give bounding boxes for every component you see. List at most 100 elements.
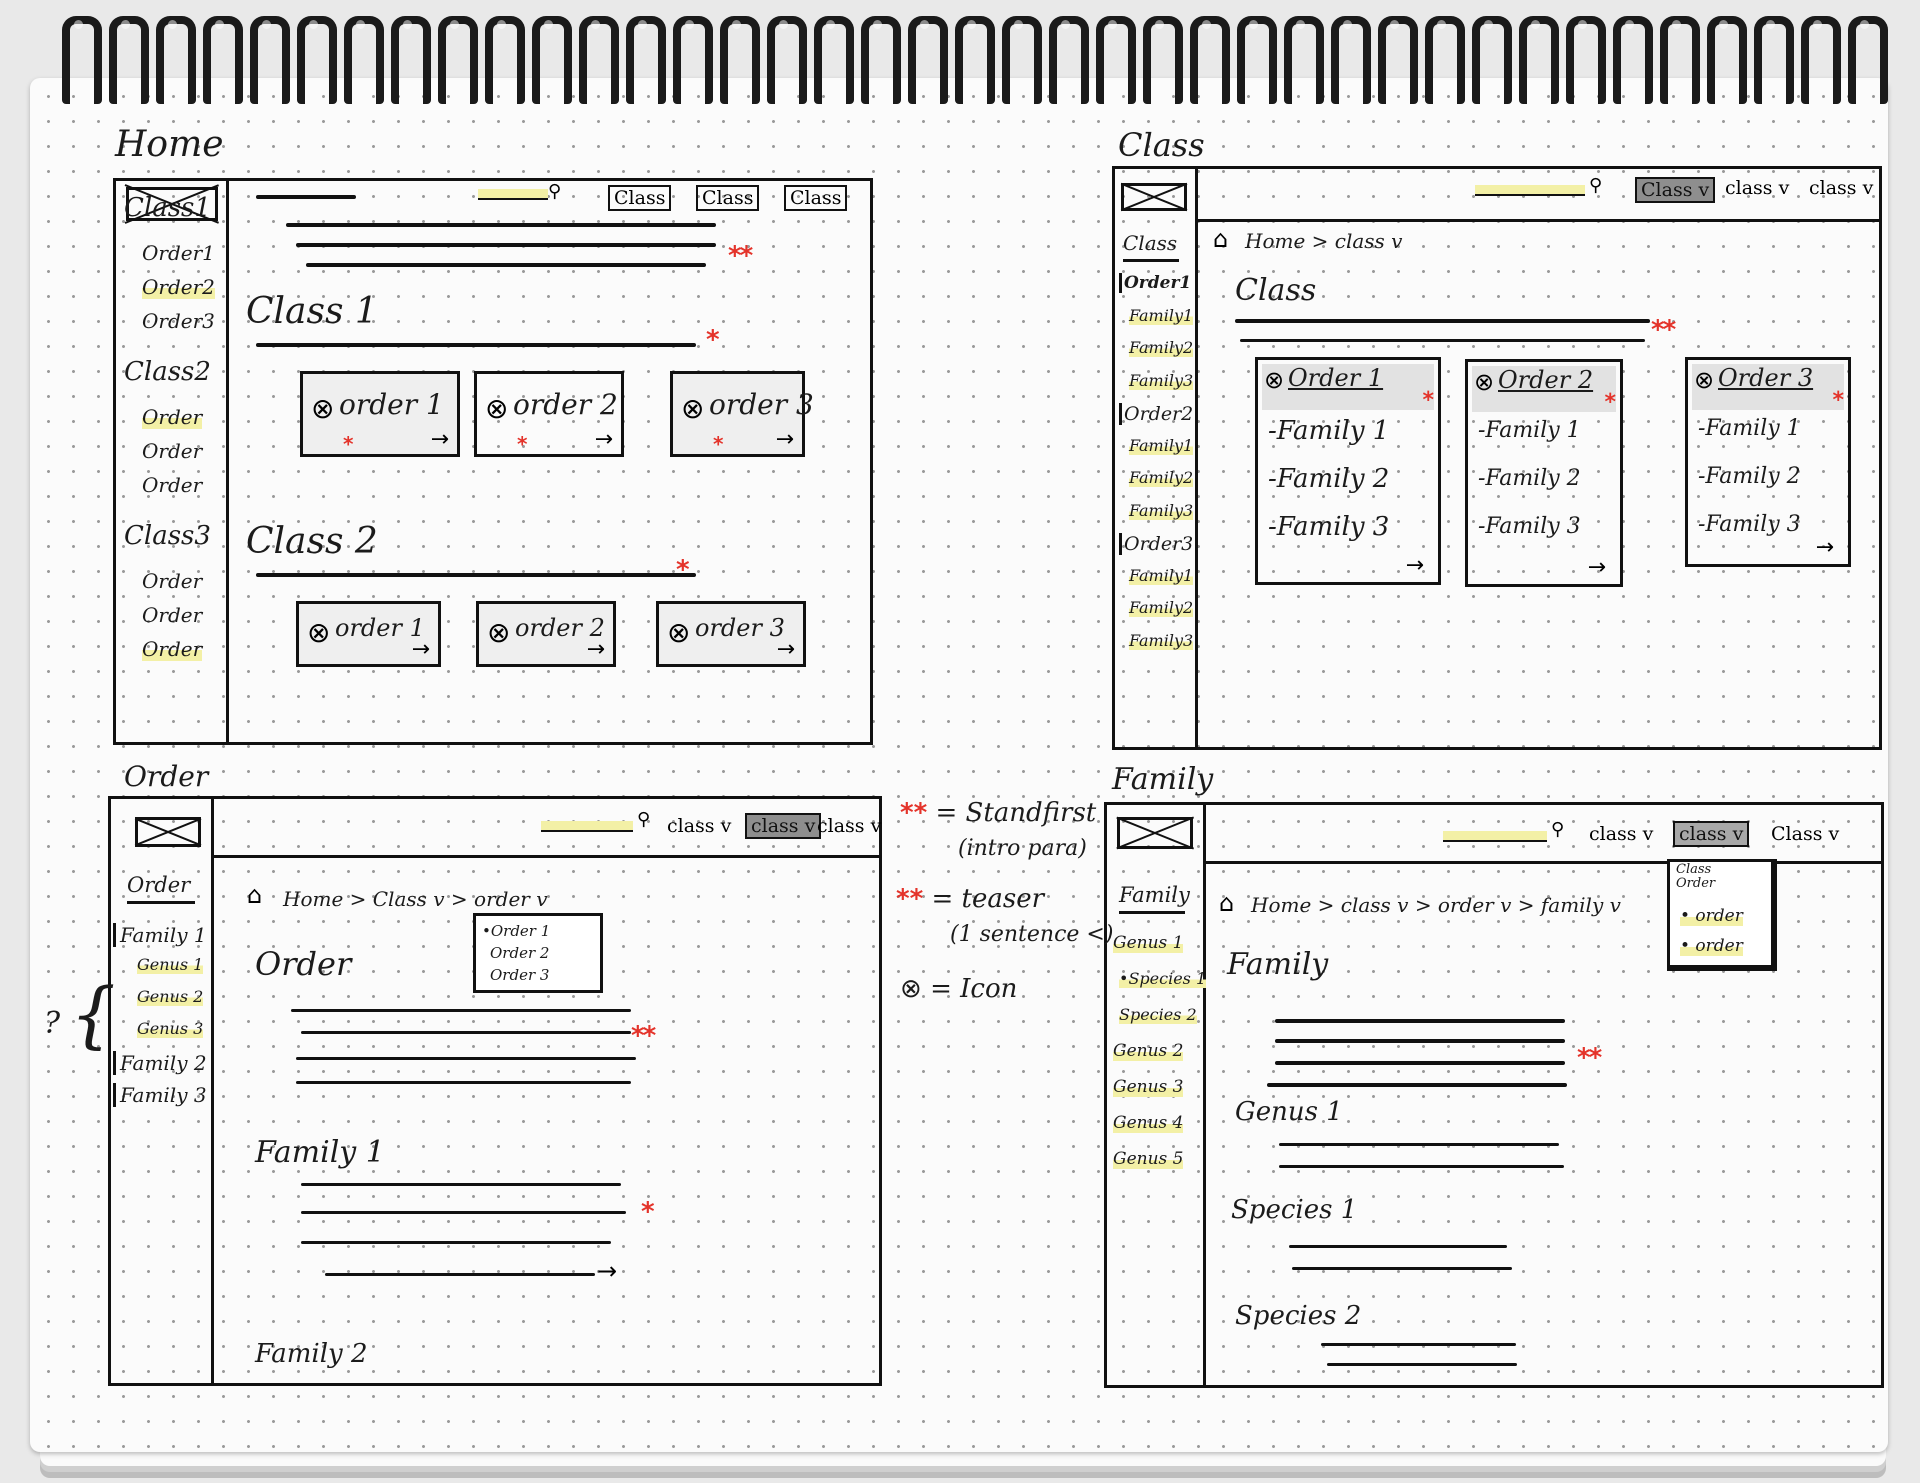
- sidebar-item[interactable]: Genus 5: [1113, 1149, 1184, 1169]
- sidebar-item[interactable]: Genus 3: [1113, 1077, 1184, 1097]
- sidebar-item[interactable]: Order3: [142, 309, 215, 333]
- family-tab-3[interactable]: Class v: [1771, 823, 1840, 845]
- sidebar-item[interactable]: Class2: [124, 357, 211, 387]
- class-search-input[interactable]: [1475, 185, 1585, 196]
- sidebar-item[interactable]: Genus 1: [137, 955, 204, 974]
- family-link[interactable]: -Family 2: [1478, 466, 1581, 491]
- sidebar-item[interactable]: Order1: [142, 241, 215, 265]
- sidebar-item[interactable]: Order: [142, 439, 203, 463]
- family-link[interactable]: -Family 3: [1698, 512, 1801, 537]
- sidebar-item[interactable]: Order: [142, 405, 203, 429]
- family-link[interactable]: -Family 1: [1478, 418, 1581, 443]
- sidebar-item[interactable]: Family: [1119, 883, 1190, 914]
- order-card[interactable]: ⊗Order 3*-Family 1-Family 2-Family 3→: [1685, 357, 1851, 567]
- sidebar-item[interactable]: Family2: [1129, 338, 1194, 357]
- sidebar-item[interactable]: Order: [142, 603, 203, 627]
- family-link[interactable]: -Family 3: [1268, 512, 1390, 542]
- order-search-input[interactable]: [541, 821, 633, 832]
- dropdown-item[interactable]: Order 3: [490, 966, 550, 984]
- sidebar-item[interactable]: Family1: [1129, 565, 1194, 585]
- order-card[interactable]: ⊗order 2→: [476, 601, 616, 667]
- order-card[interactable]: ⊗Order 2*-Family 1-Family 2-Family 3→: [1465, 359, 1623, 587]
- family-tab-1[interactable]: class v: [1589, 823, 1654, 845]
- sidebar-item[interactable]: Order: [142, 637, 203, 661]
- order-card[interactable]: ⊗Order 1*-Family 1-Family 2-Family 3→: [1255, 357, 1441, 585]
- order-logo-placeholder: [135, 817, 201, 847]
- sidebar-item[interactable]: Family 1: [113, 923, 207, 947]
- order-card[interactable]: ⊗order 2→*: [474, 371, 624, 457]
- dropdown-item[interactable]: Order: [1676, 876, 1716, 891]
- order-card[interactable]: ⊗order 3→*: [670, 371, 814, 457]
- sidebar-item[interactable]: Genus 4: [1113, 1113, 1184, 1133]
- sidebar-item[interactable]: Order: [142, 473, 203, 497]
- home-icon[interactable]: ⌂: [247, 881, 263, 909]
- home-tab-1[interactable]: Class: [608, 185, 672, 211]
- sidebar-item[interactable]: •Species 1: [1119, 969, 1207, 988]
- dropdown-item[interactable]: • order: [1680, 936, 1743, 956]
- dropdown-item[interactable]: •Order 1: [482, 922, 551, 940]
- class-tab-2[interactable]: class v: [1725, 177, 1790, 199]
- sidebar-item[interactable]: Family3: [1129, 370, 1194, 390]
- home-icon[interactable]: ⌂: [1213, 225, 1229, 253]
- family-search-input[interactable]: [1443, 831, 1547, 842]
- class-tab-3[interactable]: class v: [1809, 177, 1874, 199]
- family-link[interactable]: -Family 1: [1698, 416, 1801, 441]
- sidebar-item[interactable]: Family3: [1129, 630, 1194, 650]
- sidebar-item[interactable]: Class: [1123, 231, 1179, 262]
- circle-x-icon: ⊗: [681, 392, 705, 425]
- order-tab-3[interactable]: class v: [817, 815, 882, 837]
- home-tab-3[interactable]: Class: [784, 185, 848, 211]
- order-tab-1[interactable]: class v: [667, 815, 732, 837]
- sidebar-item[interactable]: Family3: [1129, 500, 1194, 520]
- sidebar-item[interactable]: Genus 1: [1113, 933, 1184, 953]
- family-link[interactable]: -Family 2: [1698, 464, 1801, 489]
- family-tab-selected[interactable]: class v: [1673, 821, 1750, 847]
- sidebar-item[interactable]: Order3: [1119, 533, 1193, 555]
- sidebar-item[interactable]: Species 2: [1119, 1005, 1197, 1024]
- order-tab-selected[interactable]: class v: [745, 813, 822, 839]
- class-tab-selected[interactable]: Class v: [1635, 177, 1716, 203]
- sidebar-item[interactable]: Family2: [1129, 598, 1194, 617]
- sidebar-item[interactable]: Order: [127, 873, 195, 904]
- order-card[interactable]: ⊗order 1→: [296, 601, 441, 667]
- search-icon[interactable]: ⚲: [1589, 175, 1603, 196]
- order-card[interactable]: ⊗order 3→: [656, 601, 806, 667]
- dropdown-item[interactable]: Order 2: [490, 944, 550, 962]
- family-link[interactable]: -Family 2: [1268, 464, 1390, 494]
- family-breadcrumb[interactable]: Home > class v > order v > family v: [1251, 893, 1621, 917]
- sidebar-item[interactable]: Family2: [1129, 468, 1194, 487]
- dropdown-item[interactable]: • order: [1680, 906, 1743, 926]
- arrow-right-icon[interactable]: →: [1587, 555, 1606, 580]
- sidebar-item[interactable]: Order1: [1119, 273, 1191, 293]
- dropdown-item[interactable]: Class: [1676, 862, 1712, 877]
- arrow-right-icon[interactable]: →: [1815, 535, 1834, 560]
- order-breadcrumb[interactable]: Home > Class v > order v: [283, 887, 548, 911]
- family-dropdown-menu[interactable]: Class Order • order • order: [1667, 859, 1777, 971]
- family-link[interactable]: -Family 1: [1268, 416, 1390, 446]
- sidebar-item[interactable]: Genus 2: [1113, 1041, 1184, 1061]
- sidebar-item[interactable]: Order2: [1119, 403, 1193, 425]
- read-more-arrow-icon[interactable]: →: [597, 1257, 618, 1285]
- sidebar-item[interactable]: Family1: [1129, 435, 1194, 455]
- search-icon[interactable]: ⚲: [1551, 819, 1565, 840]
- sidebar-item[interactable]: Class3: [124, 521, 211, 551]
- search-icon[interactable]: ⚲: [637, 809, 651, 830]
- sidebar-item[interactable]: Class1: [124, 193, 211, 223]
- class-breadcrumb[interactable]: Home > class v: [1245, 229, 1403, 253]
- order-dropdown-menu[interactable]: •Order 1 Order 2 Order 3: [473, 913, 603, 993]
- sidebar-item[interactable]: Order2: [142, 275, 215, 299]
- sidebar-item[interactable]: Genus 3: [137, 1019, 204, 1038]
- home-tab-2[interactable]: Class: [696, 185, 760, 211]
- sidebar-item[interactable]: Family1: [1129, 305, 1194, 325]
- sidebar-item[interactable]: Family 2: [113, 1051, 207, 1075]
- home-icon[interactable]: ⌂: [1219, 889, 1235, 917]
- arrow-right-icon[interactable]: →: [1405, 553, 1424, 578]
- home-search-input[interactable]: [478, 189, 548, 200]
- sidebar-item[interactable]: Order: [142, 569, 203, 593]
- sidebar-item[interactable]: Family 3: [113, 1083, 207, 1107]
- search-icon[interactable]: ⚲: [548, 181, 562, 202]
- sidebar-item[interactable]: Genus 2: [137, 987, 204, 1006]
- family-link[interactable]: -Family 3: [1478, 514, 1581, 539]
- teaser-marker: *: [706, 325, 720, 355]
- order-card[interactable]: ⊗order 1→*: [300, 371, 460, 457]
